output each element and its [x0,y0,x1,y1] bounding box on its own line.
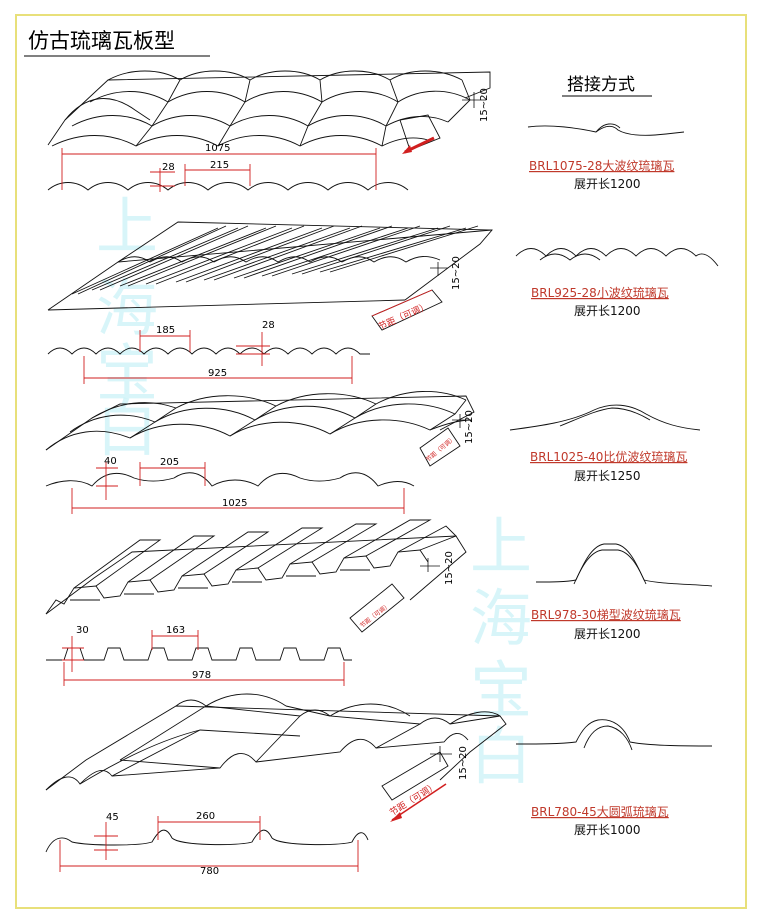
profile-brl1025: 节距（可调） 15~20 1025 205 40 BRL1025-40比优波纹琉… [45,391,701,514]
watermark-char-5: 上 [470,510,532,583]
unfold-length-brl1075: 展开长1200 [574,177,641,191]
pitch-dim-brl978: 163 [166,625,185,636]
unfold-length-brl925: 展开长1200 [574,304,641,318]
overlap-dim-brl780: 15~20 [458,746,469,780]
pitch-dim-brl780: 260 [196,811,215,822]
watermark-char-8: 白 [470,720,532,793]
pitch-label-brl925: 节距（可调） [377,301,431,333]
overlap-dim-marker-brl925 [430,262,448,276]
isometric-sheet-brl978 [45,519,467,633]
width-dim-brl925: 925 [208,368,227,379]
profile-brl978: 节距（可调） 15~20 978 163 30 BRL978-30梯型波纹琉璃瓦… [45,519,713,686]
overlap-dim-marker-brl1075 [462,92,486,108]
dimension-lines-brl925 [83,330,353,384]
dimension-lines-brl780 [59,816,359,872]
watermark-char-1: 上 [96,190,158,263]
profile-brl780: 节距（可调） 15~20 780 260 45 BRL780-45大圆弧琉璃瓦 … [45,693,713,877]
dimension-lines-brl978 [62,630,345,686]
overlap-detail-brl1075 [527,125,685,136]
pitch-arrowhead-brl1075 [402,145,412,154]
width-dim-brl780: 780 [200,866,219,877]
isometric-sheet-brl1075 [47,70,491,151]
overlap-dim-brl1075: 15~20 [479,88,490,122]
watermark-char-6: 海 [470,582,532,655]
overlap-dim-marker-brl1025 [452,414,470,428]
cross-section-brl925 [47,347,370,355]
width-dim-brl978: 978 [192,670,211,681]
overlap-detail-brl1025 [509,404,701,431]
isometric-sheet-brl1025 [45,391,475,467]
dimension-lines-brl1075 [61,148,377,192]
dimension-lines-brl1025 [71,462,405,514]
overlap-dim-brl1025: 15~20 [464,410,475,444]
pitch-dim-brl925: 185 [156,325,175,336]
overlap-detail-brl978 [535,543,713,587]
unfold-length-brl780: 展开长1000 [574,823,641,837]
pitch-dim-brl1075: 215 [210,160,229,171]
pitch-arrow-brl780 [391,783,447,821]
cross-section-brl978 [46,647,352,661]
watermark: 上 海 宝 白 上 海 宝 白 [96,190,532,793]
isometric-sheet-brl925 [47,221,493,331]
page-title: 仿古琉璃瓦板型 [28,29,175,53]
profile-name-brl925: BRL925-28小波纹琉璃瓦 [531,286,669,300]
cross-section-brl1075 [47,182,409,191]
sheet-frame [15,14,747,909]
cross-section-brl1025 [45,472,415,487]
overlap-detail-brl780 [515,719,713,747]
cross-section-brl780 [45,829,369,853]
height-dim-brl1075: 28 [162,162,175,173]
profile-name-brl1075: BRL1075-28大波纹琉璃瓦 [529,159,674,173]
pitch-arrowhead-brl780 [390,812,402,822]
height-dim-brl780: 45 [106,812,119,823]
profile-name-brl780: BRL780-45大圆弧琉璃瓦 [531,805,669,819]
height-dim-brl925: 28 [262,320,275,331]
unfold-length-brl1025: 展开长1250 [574,469,641,483]
overlap-dim-marker-brl780 [430,746,452,762]
overlap-dim-marker-brl978 [420,558,440,572]
height-dim-brl1025: 40 [104,456,117,467]
overlap-heading: 搭接方式 [567,75,635,95]
profile-name-brl978: BRL978-30梯型波纹琉璃瓦 [531,608,681,622]
profile-name-brl1025: BRL1025-40比优波纹琉璃瓦 [530,450,687,464]
pitch-dim-brl1025: 205 [160,457,179,468]
profile-brl1075: 15~20 1075 215 28 BRL1075-28大波纹琉璃瓦 展开长12… [47,70,685,192]
pitch-label-brl780: 节距（可调） [388,781,440,819]
overlap-detail-brl925 [515,248,719,267]
pitch-label-brl978: 节距（可调） [358,601,391,629]
isometric-sheet-brl780 [45,693,507,801]
unfold-length-brl978: 展开长1200 [574,627,641,641]
width-dim-brl1075: 1075 [205,143,230,154]
overlap-dim-brl925: 15~20 [451,256,462,290]
overlap-dim-brl978: 15~20 [444,551,455,585]
pitch-marker-brl925 [371,289,433,317]
width-dim-brl1025: 1025 [222,498,247,509]
height-dim-brl978: 30 [76,625,89,636]
watermark-char-7: 宝 [470,654,532,727]
